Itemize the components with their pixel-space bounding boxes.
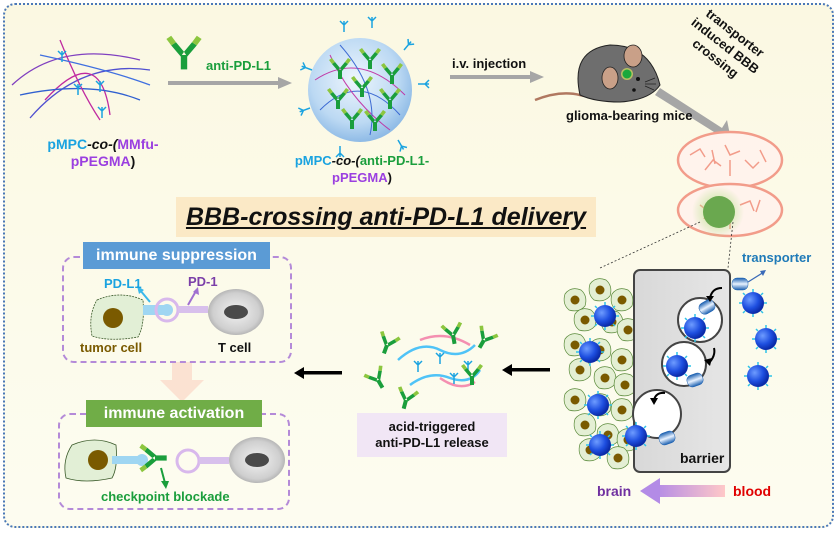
immune-suppression-header: immune suppression [83, 242, 270, 269]
pd-l1-pd-1-binding-icon [137, 286, 208, 323]
polymer-label-close: ) [130, 153, 136, 169]
blood-brain-barrier [621, 269, 731, 473]
antibody-step-label: anti-PD-L1 [206, 58, 271, 73]
mouse-label: glioma-bearing mice [566, 108, 693, 123]
tumor-cell-icon [90, 294, 144, 340]
t-cell-icon [208, 289, 264, 335]
nanocapsule-label-co: -co-( [331, 153, 360, 168]
injection-arrow [450, 71, 544, 83]
release-label-line2: anti-PD-L1 release [375, 435, 489, 450]
left-arrow-to-immune [294, 367, 342, 379]
release-label-box: acid-triggered anti-PD-L1 release [357, 413, 507, 457]
brain-icon [599, 130, 784, 269]
pd-l1-label: PD-L1 [104, 276, 142, 291]
polymer-chains-icon [11, 39, 151, 121]
polymer-label-pmpc: pMPC [47, 136, 88, 152]
page-title: BBB-crossing anti-PD-L1 delivery [185, 202, 587, 231]
tumor-cell-label: tumor cell [80, 340, 143, 355]
polymer-label-co: -co-( [87, 136, 118, 152]
immune-activation-header: immune activation [86, 400, 262, 427]
mouse-icon [534, 44, 661, 103]
checkpoint-blockade-label: checkpoint blockade [101, 489, 230, 504]
nanocapsule-label-pegma: pPEGMA [332, 170, 388, 185]
nanocapsule-label-close: ) [387, 170, 392, 185]
nanocapsule-icon [297, 16, 430, 158]
released-antibody-cluster-icon [362, 321, 500, 412]
polymer-label-mmfu: MMfu- [117, 136, 159, 152]
nanocapsule-label: pMPC-co-(anti-PD-L1- pPEGMA) [282, 152, 442, 186]
barrier-label: barrier [680, 450, 725, 466]
suppression-to-activation-arrow [160, 362, 204, 402]
brain-label: brain [597, 483, 632, 499]
injection-label: i.v. injection [452, 56, 527, 71]
tumor-cell-activated-icon [64, 439, 117, 482]
title-banner: BBB-crossing anti-PD-L1 delivery [176, 197, 596, 237]
anti-pd-l1-antibody-icon [166, 35, 202, 70]
conjugation-arrow [168, 77, 292, 89]
blood-label: blood [733, 483, 772, 499]
polymer-label-pegma: pPEGMA [70, 153, 131, 169]
blood-nanoparticles [731, 270, 781, 391]
pd-1-label: PD-1 [188, 274, 218, 289]
blood-to-brain-arrow [640, 478, 725, 504]
nanocapsule-label-pmpc: pMPC [294, 153, 332, 168]
release-label-line1: acid-triggered [388, 419, 476, 434]
transporter-label: transporter [742, 250, 812, 265]
t-cell-label: T cell [218, 340, 252, 355]
t-cell-activated-icon [229, 437, 285, 483]
nanocapsule-label-antibody: anti-PD-L1- [359, 153, 430, 168]
polymer-label: pMPC-co-(MMfu- pPEGMA) [28, 136, 178, 170]
checkpoint-blockade-icon [112, 443, 229, 489]
left-arrow-to-release [502, 364, 550, 376]
bbb-crossing-arrow [655, 88, 732, 145]
